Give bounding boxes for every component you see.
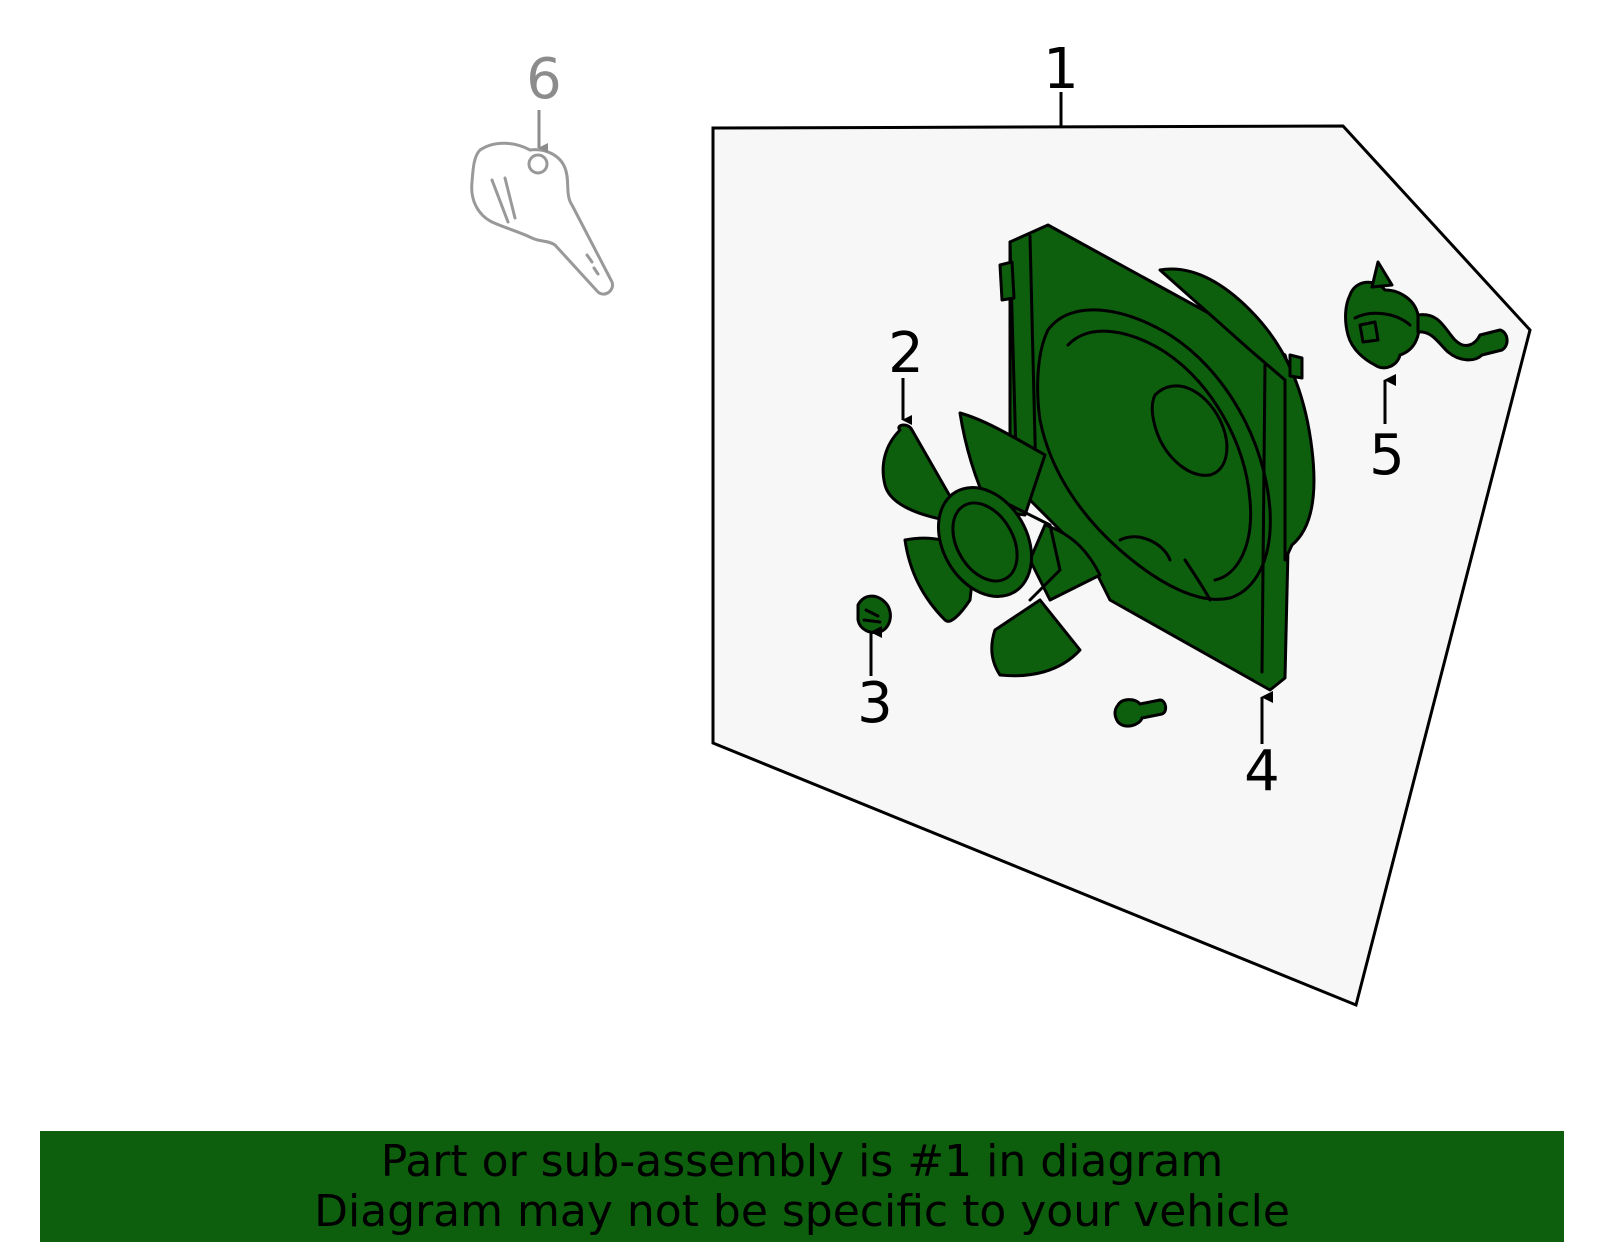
part-2-fan-blade [881, 411, 1102, 678]
callout-3: 3 [857, 671, 893, 736]
callout-6: 6 [526, 47, 562, 112]
callout-2: 2 [888, 321, 924, 386]
part-3-nut [856, 594, 892, 634]
part-1-fan-shroud [998, 223, 1316, 692]
part-4-screw [1113, 698, 1168, 728]
callout-4: 4 [1244, 739, 1280, 804]
part-6-bracket [470, 141, 615, 296]
callout-5: 5 [1369, 423, 1405, 488]
callout-1: 1 [1043, 37, 1079, 102]
disclaimer-banner: Part or sub-assembly is #1 in diagram Di… [40, 1131, 1564, 1242]
banner-line-2: Diagram may not be specific to your vehi… [314, 1185, 1290, 1237]
banner-line-1: Part or sub-assembly is #1 in diagram [380, 1135, 1224, 1187]
part-5-fan-motor [1344, 260, 1509, 370]
